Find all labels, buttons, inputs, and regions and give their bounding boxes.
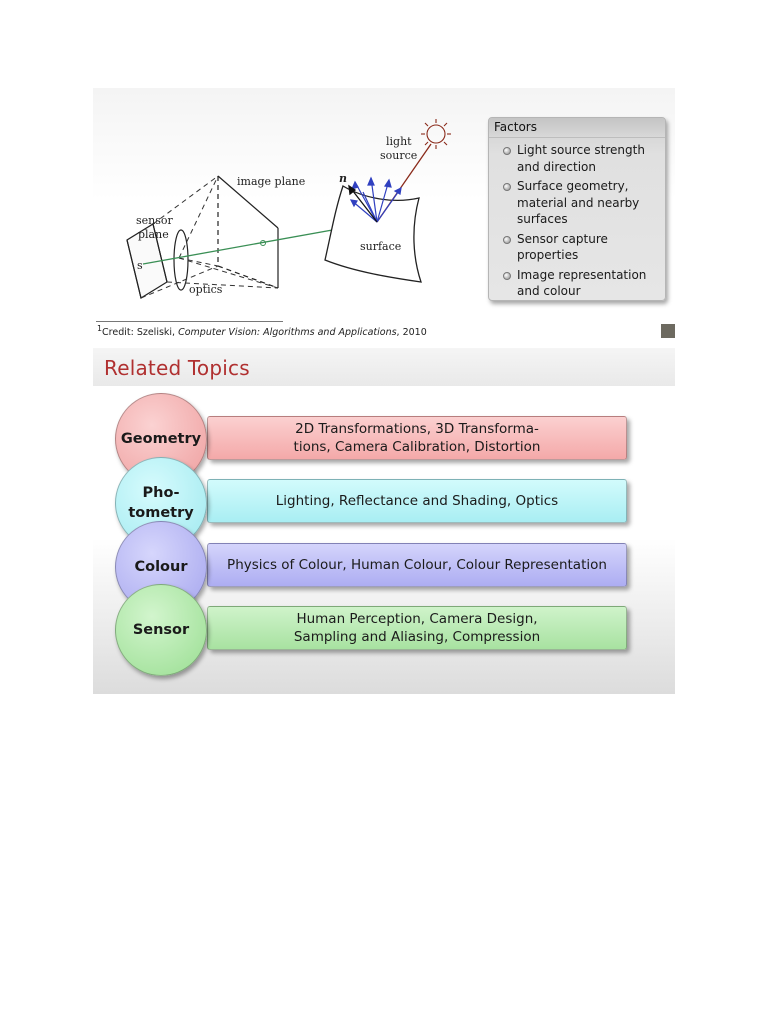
factors-box: Factors Light source strength and direct… (488, 117, 666, 301)
slide-title: Related Topics (104, 356, 250, 380)
sensor-plane-label-line1: sensor (136, 214, 174, 227)
factor-item: Surface geometry, material and nearby su… (503, 178, 659, 228)
factor-item: Image representation and colour (503, 267, 659, 300)
surface-label: surface (360, 240, 401, 253)
topic-circle-sensor: Sensor (115, 584, 207, 676)
factors-list: Light source strength and direction Surf… (489, 138, 665, 300)
slide-header: Related Topics (93, 348, 675, 386)
slide-edge-mark (661, 324, 675, 338)
topic-bar-colour: Physics of Colour, Human Colour, Colour … (207, 543, 627, 587)
bullet-icon (503, 272, 511, 280)
light-source-label-line1: light (386, 135, 412, 148)
factor-item: Light source strength and direction (503, 142, 659, 175)
related-topics-slide: Related Topics 2D Transformations, 3D Tr… (93, 348, 675, 694)
bullet-icon (503, 236, 511, 244)
bullet-icon (503, 183, 511, 191)
sensor-plane-label-line2: plane (138, 228, 169, 241)
surface-shape (325, 186, 421, 282)
image-formation-slide: light source image plane sensor plane op… (93, 88, 675, 338)
normal-label: n (339, 172, 347, 185)
topic-bar-sensor: Human Perception, Camera Design,Sampling… (207, 606, 627, 650)
footnote-rule (96, 321, 283, 322)
optics-lens-shape (174, 230, 188, 290)
factors-title: Factors (489, 118, 665, 138)
factor-item: Sensor capture properties (503, 231, 659, 264)
sensor-point-label: s (137, 259, 143, 272)
optics-label: optics (189, 283, 223, 296)
credit-footnote: 1Credit: Szeliski, Computer Vision: Algo… (97, 324, 427, 338)
bullet-icon (503, 147, 511, 155)
image-plane-label: image plane (237, 175, 305, 188)
image-plane-shape (218, 176, 278, 288)
topic-bar-photometry: Lighting, Reflectance and Shading, Optic… (207, 479, 627, 523)
topic-bar-geometry: 2D Transformations, 3D Transforma-tions,… (207, 416, 627, 460)
light-source-label-line2: source (380, 149, 417, 162)
light-source-sun-icon (421, 119, 451, 149)
